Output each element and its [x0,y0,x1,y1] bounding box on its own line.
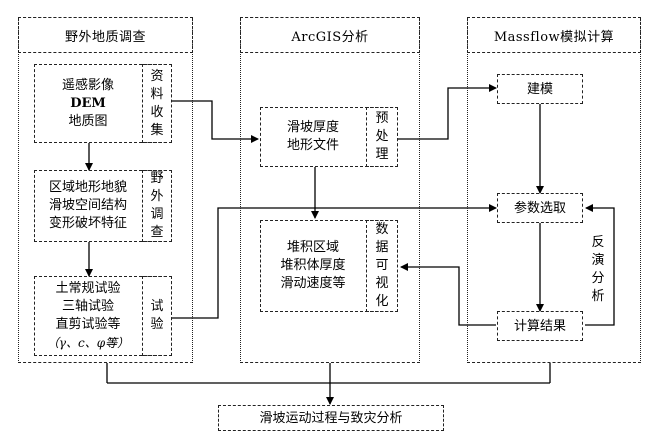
visualization-tag-char-3: 可 [375,258,389,273]
arrow-results-to-visual [400,263,496,326]
preprocess-tag-char-3: 理 [375,147,389,162]
feedback-char-4: 析 [591,289,605,304]
header-field-survey-label: 野外地质调查 [64,29,146,45]
lab-test-tag: 试 验 [142,276,172,356]
header-field-survey: 野外地质调查 [18,17,193,53]
field-investigation-line-1: 区域地形地貌 [48,180,127,195]
final-analysis-label: 滑坡运动过程与致灾分析 [259,410,403,426]
visualization-line-1: 堆积区域 [286,240,339,255]
visualization-tag-char-2: 据 [375,240,389,255]
data-collection-tag: 资 料 收 集 [142,64,172,143]
preprocess-content: 滑坡厚度 地形文件 [260,107,366,167]
results-label: 计算结果 [513,318,566,334]
field-investigation-tag-char-2: 外 [150,189,164,204]
field-investigation-tag-char-3: 调 [150,207,164,222]
feedback-char-1: 反 [591,235,605,250]
field-investigation-tag-char-1: 野 [150,171,164,186]
data-collection-tag-box [142,64,172,143]
feedback-char-2: 演 [591,253,605,268]
field-investigation-tag-box [142,170,172,242]
arrow-preprocess-to-modeling [398,84,497,140]
results-box: 计算结果 [497,311,583,341]
field-investigation-tag: 野 外 调 查 [142,170,172,242]
visualization-tag-char-1: 数 [375,222,389,237]
preprocess-tag-char-2: 处 [375,129,389,144]
visualization-content: 堆积区域 堆积体厚度 滑动速度等 [260,220,366,312]
parameter-selection-box: 参数选取 [497,193,583,223]
feedback-analysis-label: 反 演 分 析 [588,230,608,310]
lab-test-tag-box [142,276,172,356]
field-investigation-content: 区域地形地貌 滑坡空间结构 变形破坏特征 [34,170,142,242]
final-analysis-box: 滑坡运动过程与致灾分析 [218,405,444,431]
modeling-label: 建模 [526,81,553,97]
lab-test-line-1: 土常规试验 [55,281,121,296]
data-collection-tag-char-3: 收 [150,104,164,120]
feedback-char-3: 分 [591,271,605,286]
header-arcgis-label: ArcGIS分析 [291,29,369,45]
data-collection-tag-char-4: 集 [150,122,164,138]
data-collection-tag-char-2: 料 [150,86,164,102]
preprocess-tag-char-1: 预 [375,111,389,126]
data-collection-line-2: DEM [70,95,106,111]
data-collection-tag-char-1: 资 [150,68,164,84]
visualization-tag: 数 据 可 视 化 [366,220,398,312]
data-collection-line-3: 地质图 [68,113,108,129]
lab-test-line-2: 三轴试验 [61,299,114,314]
field-investigation-line-2: 滑坡空间结构 [48,198,127,213]
arrow-test-to-params [172,204,497,319]
data-collection-content: 遥感影像 DEM 地质图 [34,64,142,143]
header-massflow: Massflow模拟计算 [467,17,641,53]
preprocess-line-1: 滑坡厚度 [286,120,339,135]
arrow-feedback-loop [585,204,615,326]
lab-test-tag-char-1: 试 [150,299,164,314]
visualization-line-2: 堆积体厚度 [280,258,346,273]
lab-test-tag-char-2: 验 [150,317,164,332]
parameter-selection-label: 参数选取 [513,200,566,216]
modeling-box: 建模 [497,74,583,104]
header-arcgis: ArcGIS分析 [240,17,420,53]
preprocess-line-2: 地形文件 [286,138,339,153]
visualization-line-3: 滑动速度等 [280,276,346,291]
preprocess-tag: 预 处 理 [366,107,398,167]
visualization-tag-box [366,220,398,312]
lab-test-content: 土常规试验 三轴试验 直剪试验等 （γ、c、φ等） [34,276,142,356]
data-collection-line-1: 遥感影像 [61,77,114,93]
visualization-tag-char-4: 视 [375,276,389,291]
field-investigation-tag-char-4: 查 [150,225,164,240]
field-investigation-line-3: 变形破坏特征 [48,216,127,231]
visualization-tag-char-5: 化 [375,294,389,309]
lab-test-line-4: （γ、c、φ等） [46,336,130,350]
preprocess-tag-box [366,107,398,167]
lab-test-line-3: 直剪试验等 [55,317,121,332]
header-massflow-label: Massflow模拟计算 [493,29,615,45]
